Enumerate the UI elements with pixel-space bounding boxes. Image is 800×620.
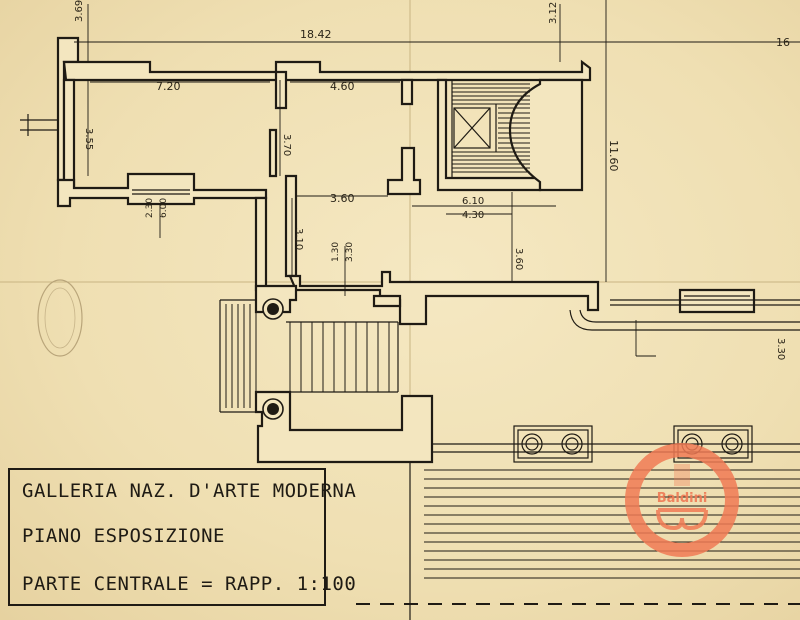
subtitle-line: PIANO ESPOSIZIONE bbox=[22, 525, 225, 547]
wall-west bbox=[62, 78, 76, 190]
column bbox=[267, 403, 279, 415]
pier-base bbox=[386, 146, 422, 196]
dim-label: 6.10 bbox=[462, 196, 484, 207]
title-line: GALLERIA NAZ. D'ARTE MODERNA bbox=[22, 480, 357, 502]
garden-steps bbox=[424, 443, 800, 579]
columns bbox=[262, 298, 284, 420]
dim-label: 6.00 bbox=[159, 198, 169, 218]
dimension-lines bbox=[74, 0, 800, 296]
dim-label: 3.70 bbox=[281, 134, 292, 156]
archive-stamp bbox=[37, 279, 83, 357]
dim-label: 4.30 bbox=[462, 210, 484, 221]
dim-label: 1.30 bbox=[331, 242, 341, 262]
stairwell-steps bbox=[451, 80, 530, 178]
wall-partition-top bbox=[274, 70, 288, 110]
dim-label: 3.69 bbox=[74, 0, 85, 22]
dim-label: 3.60 bbox=[513, 248, 524, 270]
dim-label: 3.60 bbox=[330, 192, 355, 205]
pedestal bbox=[678, 288, 756, 314]
scale-line: PARTE CENTRALE = RAPP. 1:100 bbox=[22, 573, 357, 595]
wall-corridor-inner bbox=[284, 174, 298, 278]
dim-label: 3.30 bbox=[345, 242, 355, 262]
dim-label: 3.10 bbox=[293, 228, 304, 250]
wall-north bbox=[62, 59, 592, 82]
curved-path bbox=[569, 299, 800, 357]
dimension-labels: 3.69 18.42 3.12 16 7.20 4.60 3.55 3.70 1… bbox=[74, 0, 790, 360]
dim-label: 2.30 bbox=[145, 198, 155, 218]
wall-partition bbox=[268, 128, 278, 178]
column bbox=[267, 303, 279, 315]
dim-label: 11.60 bbox=[607, 140, 620, 172]
dim-label: 3.55 bbox=[83, 128, 94, 150]
dim-label: 4.60 bbox=[330, 80, 355, 93]
wall-center bbox=[288, 270, 600, 326]
dim-label: 18.42 bbox=[300, 28, 332, 41]
dim-label: 3.12 bbox=[548, 2, 559, 24]
main-staircase bbox=[219, 299, 399, 413]
wall-corridor-west bbox=[254, 196, 268, 292]
logo-text: Baldini bbox=[657, 491, 708, 506]
title-block: GALLERIA NAZ. D'ARTE MODERNA PIANO ESPOS… bbox=[8, 468, 356, 606]
wall-portico-bottom bbox=[254, 390, 434, 464]
dim-label: 7.20 bbox=[156, 80, 181, 93]
wall-portico-step bbox=[372, 294, 402, 308]
dim-label: 3.30 bbox=[775, 338, 786, 360]
baldini-logo: Baldini bbox=[625, 443, 739, 557]
dim-label: 16 bbox=[776, 36, 790, 49]
walls bbox=[20, 36, 756, 464]
pier bbox=[400, 78, 414, 106]
